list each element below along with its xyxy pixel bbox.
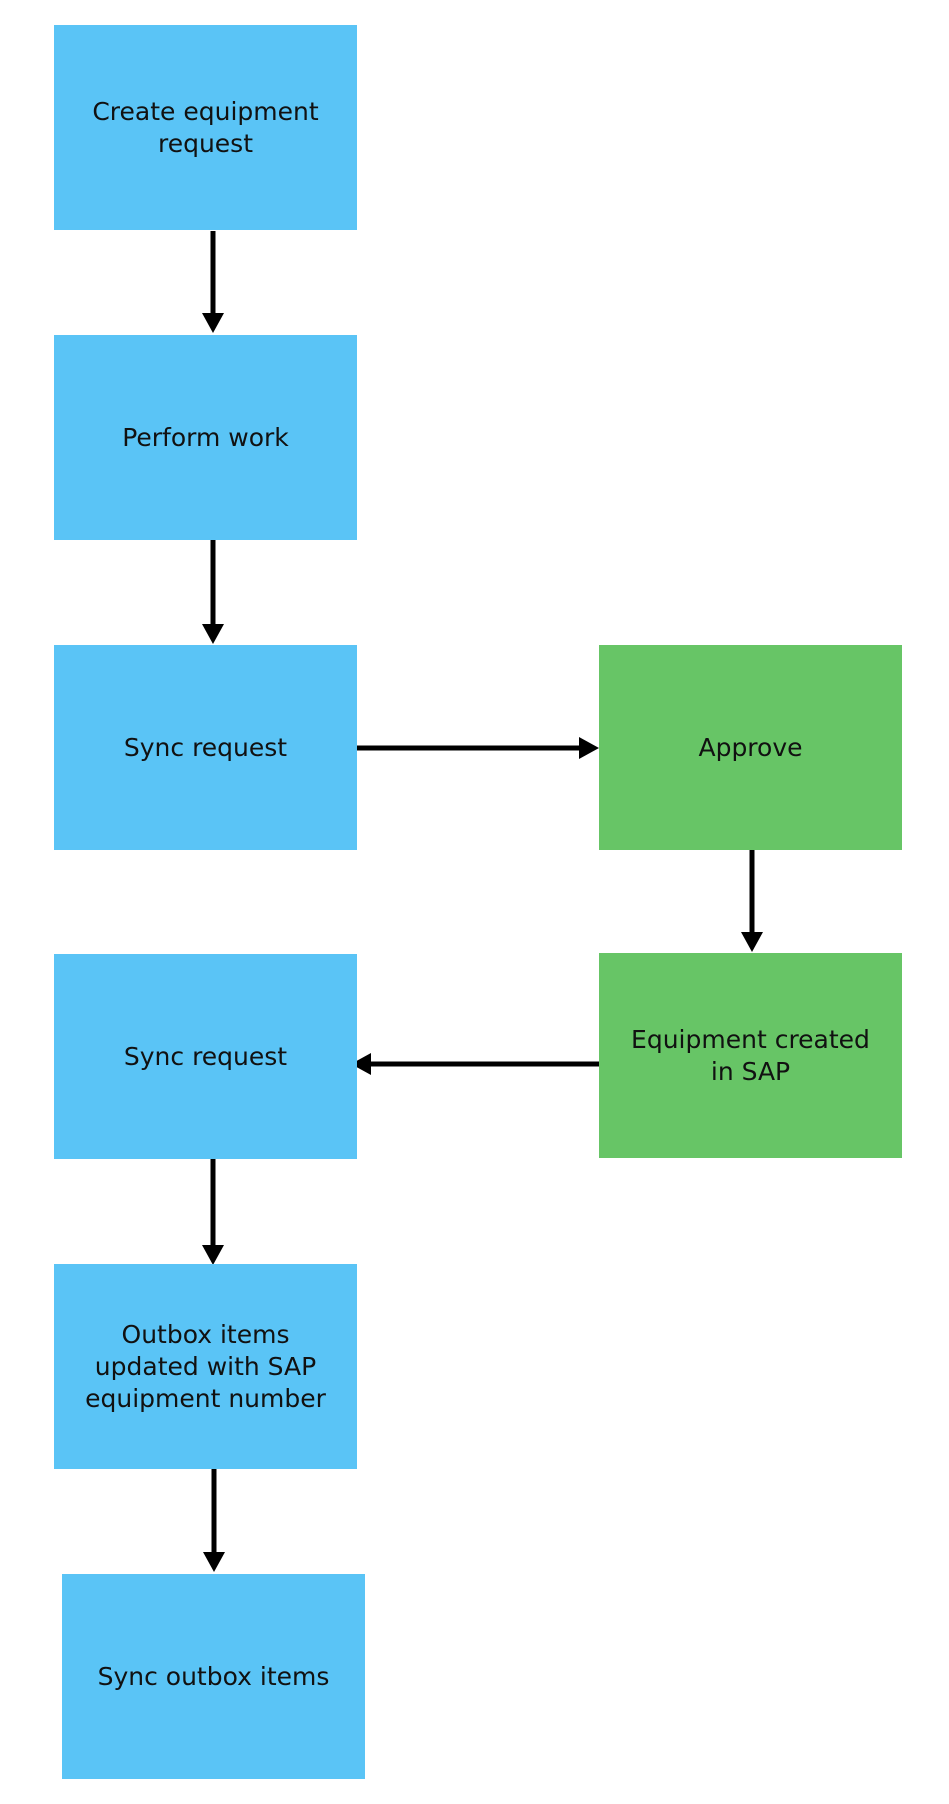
node-label: Outbox items updated with SAP equipment … — [85, 1319, 326, 1413]
node-approve: Approve — [599, 645, 902, 850]
node-label: Equipment created in SAP — [631, 1024, 870, 1086]
arrow-sync-request-to-approve — [357, 737, 599, 759]
arrow-create-to-perform — [202, 231, 224, 333]
node-label: Sync outbox items — [97, 1661, 330, 1691]
node-label: Perform work — [122, 422, 289, 452]
arrow-perform-to-sync-request — [202, 538, 224, 644]
node-outbox-items-updated: Outbox items updated with SAP equipment … — [54, 1264, 357, 1469]
node-sync-outbox-items: Sync outbox items — [62, 1574, 365, 1779]
node-create-equipment-request: Create equipment request — [54, 25, 357, 230]
arrow-outbox-updated-to-sync-outbox — [203, 1468, 225, 1572]
node-label: Create equipment request — [92, 96, 319, 158]
node-equipment-created-in-sap: Equipment created in SAP — [599, 953, 902, 1158]
arrow-equipment-created-to-sync-request — [351, 1053, 604, 1075]
arrow-approve-to-equipment-created — [741, 850, 763, 952]
node-sync-request-2: Sync request — [54, 954, 357, 1159]
node-label: Sync request — [123, 1041, 288, 1071]
node-perform-work: Perform work — [54, 335, 357, 540]
node-sync-request-1: Sync request — [54, 645, 357, 850]
arrow-sync-request-to-outbox-updated — [202, 1159, 224, 1265]
node-label: Approve — [698, 732, 803, 762]
node-label: Sync request — [123, 732, 288, 762]
